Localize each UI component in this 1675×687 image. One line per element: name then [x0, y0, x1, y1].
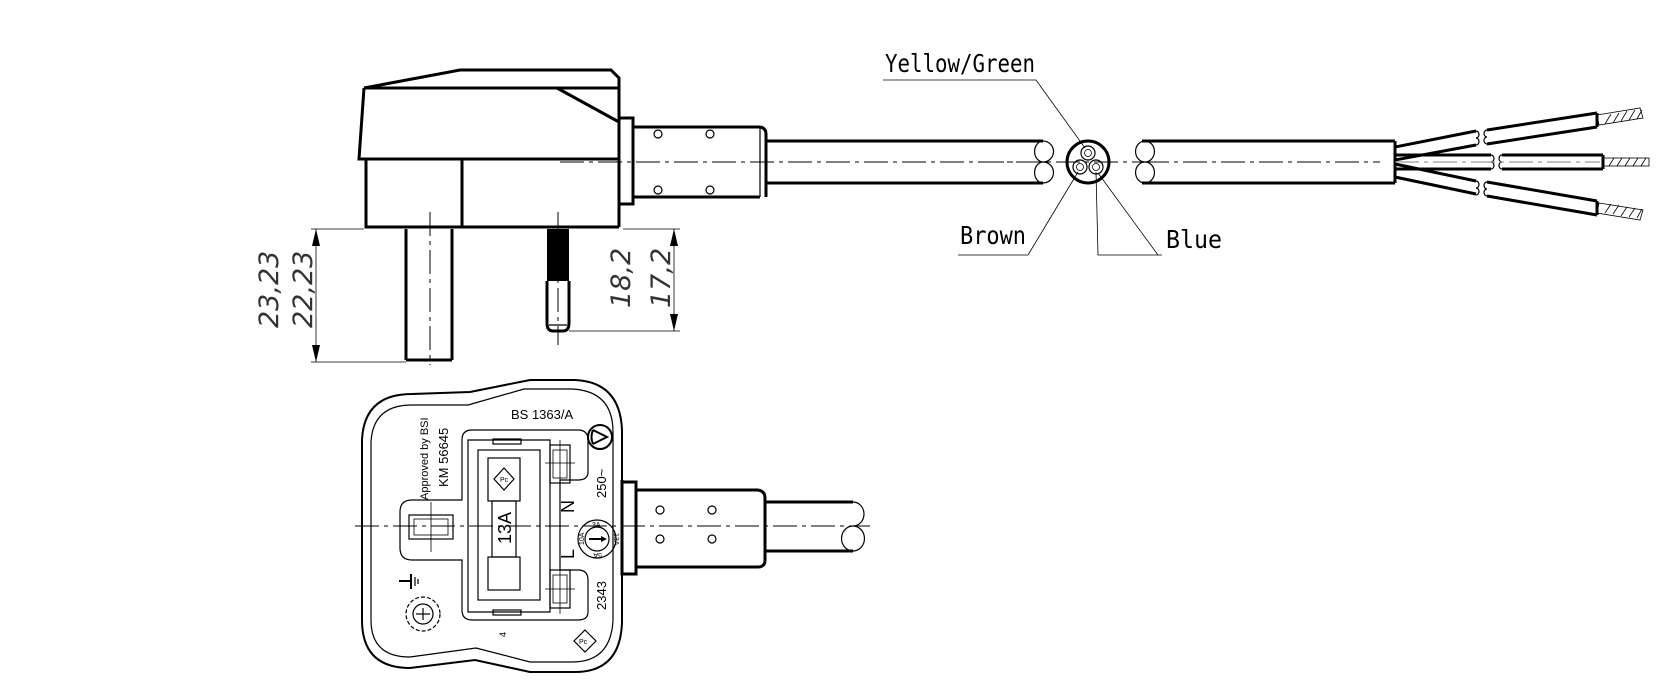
wire-earth-edge [1486, 125, 1598, 146]
fuse-dial-left: 10A [579, 532, 586, 545]
fuse-dial-arrowhead [601, 536, 607, 542]
core-live [1072, 159, 1088, 175]
leader-brown [958, 171, 1079, 256]
face-cord-collar [620, 480, 638, 576]
core-neutral-conductor [1092, 163, 1100, 171]
wire-earth-edge [1394, 129, 1477, 149]
dim-live-outer: 18,2 [606, 248, 637, 308]
plug-bevel-line [556, 86, 620, 124]
core-earth-conductor [1084, 149, 1092, 157]
dim-arrow [312, 345, 320, 362]
dim-arrow [312, 229, 320, 246]
stripped-end-earth [1596, 107, 1644, 126]
plug-face-view: Pc 13A BS 1363/A Approved by BSI KM 5664… [355, 379, 870, 673]
leader-yellow-green [883, 79, 1086, 149]
neutral-mark: N [558, 500, 578, 513]
plug-face-outline [361, 379, 623, 673]
wire-neutral-edge [1486, 194, 1598, 217]
grip-rivet [655, 505, 665, 515]
stripped-end-neutral [1596, 202, 1644, 221]
standard-mark: BS 1363/A [511, 407, 573, 422]
kitemark-icon [587, 424, 613, 450]
fuse-carrier-tab [492, 609, 522, 616]
dim-arrow [670, 229, 678, 246]
label-brown: Brown [960, 221, 1026, 250]
wire-earth-edge [1486, 111, 1598, 132]
fuse-dial-inner [584, 526, 610, 552]
wire-break [1475, 180, 1480, 196]
cable-break-left-inner [1034, 140, 1044, 184]
dim-earth-outer: 23,23 [254, 251, 285, 328]
strand-hatch [1604, 109, 1643, 125]
core-live-conductor [1076, 163, 1084, 171]
cord-grip-end [759, 125, 768, 197]
grip-rivet [707, 534, 717, 544]
cable: Yellow/Green Brown Blue [766, 49, 1650, 256]
strand-hatch [1608, 157, 1647, 167]
dim-earth-inner: 22,23 [288, 251, 319, 328]
fuse-carrier [467, 439, 551, 613]
cord-collar [617, 116, 635, 206]
approval-text: Approved by BSI [419, 417, 431, 500]
wire-break [1483, 129, 1488, 145]
grip-rivet [705, 129, 715, 139]
wire-neutral-edge [1394, 162, 1477, 183]
asta-bottom-text: Pc [579, 639, 588, 646]
strand-hatch [1604, 203, 1643, 219]
fuse-dial: 3A 10A 13A 5A [577, 519, 619, 559]
kitemark-circle [587, 424, 613, 450]
dimensions: 23,23 22,23 18,2 17,2 [254, 228, 680, 363]
grip-rivet [705, 185, 715, 195]
licence-number: KM 56645 [436, 428, 451, 487]
wire-neutral-edge [1394, 175, 1477, 196]
dim-arrow [670, 314, 678, 331]
fuse-dial-bottom: 5A [593, 551, 602, 558]
fuse-dial-right: 13A [612, 533, 619, 546]
plug-side-view [357, 68, 1040, 365]
label-yellow-green: Yellow/Green [885, 49, 1035, 78]
core-earth [1080, 145, 1096, 161]
wire-break [1483, 181, 1488, 197]
fuse-rating: 13A [495, 512, 515, 544]
date-wheel-outer [405, 596, 441, 632]
plug-face-inner-outline [370, 388, 614, 663]
live-mark: L [558, 549, 578, 559]
date-wheel-inner [412, 603, 434, 625]
earth-symbol-icon [399, 574, 419, 589]
plug-top-cap [363, 68, 621, 121]
leader-blue-base [1095, 171, 1162, 256]
kitemark-heart [590, 429, 610, 445]
grip-rivet [655, 534, 665, 544]
dim-live-inner: 17,2 [646, 248, 677, 308]
stripped-end-live [1602, 157, 1650, 167]
asta-mark-icon [493, 467, 515, 491]
grip-rivet [707, 505, 717, 515]
asta-bottom-diamond [573, 629, 597, 653]
grip-rivet [653, 129, 663, 139]
small-mark: 4 [498, 632, 508, 637]
grip-rivet [653, 185, 663, 195]
fuse-holder [477, 449, 541, 601]
face-cable-break-inner [840, 525, 854, 552]
fuse-dial-outer [577, 519, 617, 559]
wire-earth-edge [1394, 143, 1477, 162]
asta-mark-text: Pc [500, 477, 509, 484]
face-grip-end [757, 488, 767, 569]
plug-body-lower [364, 159, 619, 229]
voltage-mark: 250~ [594, 468, 609, 498]
fanned-conductors [1394, 107, 1650, 221]
label-blue: Blue [1166, 225, 1222, 254]
date-wheel-icon [405, 596, 441, 632]
fuse-cap-bottom [487, 556, 521, 591]
leader-blue [1097, 172, 1159, 256]
plug-body-upper [357, 87, 619, 161]
code-mark: 2343 [594, 581, 609, 610]
fuse-dial-top: 3A [592, 522, 601, 529]
wire-break [1475, 130, 1480, 146]
fuse-carrier-recess [399, 429, 589, 621]
wire-neutral-edge [1486, 180, 1598, 203]
asta-bottom-icon: Pc [573, 629, 597, 653]
fuse-carrier-tab [492, 438, 522, 445]
